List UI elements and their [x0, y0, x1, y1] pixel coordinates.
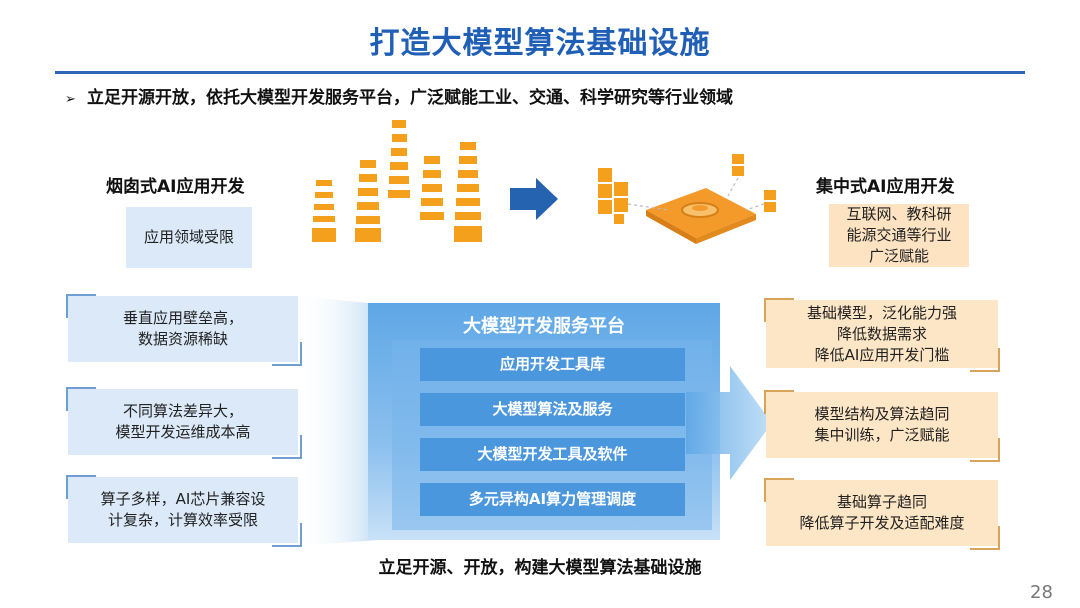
right-box-1: 基础模型，泛化能力强 降低数据需求 降低AI应用开发门槛 — [766, 300, 998, 368]
bullet-text: 立足开源开放，依托大模型开发服务平台，广泛赋能工业、交通、科学研究等行业领域 — [87, 88, 733, 108]
right-tag-line: 能源交通等行业 — [846, 226, 952, 244]
left-box-line: 模型开发运维成本高 — [115, 423, 251, 441]
corner-decoration — [970, 526, 1000, 550]
corner-decoration — [66, 387, 96, 411]
platform-title: 大模型开发服务平台 — [463, 316, 625, 337]
left-box-2: 不同算法差异大， 模型开发运维成本高 — [68, 389, 298, 455]
page-title: 打造大模型算法基础设施 — [369, 26, 711, 61]
right-arrow-icon — [510, 178, 558, 220]
footer-caption: 立足开源、开放，构建大模型算法基础设施 — [378, 558, 702, 578]
left-section-label: 烟囱式AI应用开发 — [106, 177, 245, 197]
corner-decoration — [764, 390, 794, 414]
chimney-stacks-icon — [312, 120, 482, 242]
bullet-marker-icon: ➢ — [65, 92, 76, 107]
right-box-3: 基础算子趋同 降低算子开发及适配难度 — [766, 480, 998, 546]
platform-layer-4: 多元异构AI算力管理调度 — [420, 483, 685, 516]
platform-layer-3: 大模型开发工具及软件 — [420, 438, 685, 471]
left-box-1: 垂直应用壁垒高， 数据资源稀缺 — [68, 296, 298, 362]
central-platform-icon — [598, 154, 776, 244]
corner-decoration — [272, 523, 302, 547]
corner-decoration — [272, 435, 302, 459]
corner-decoration — [764, 478, 794, 502]
page-number: 28 — [1030, 582, 1053, 603]
corner-decoration — [272, 342, 302, 366]
left-box-line: 垂直应用壁垒高， — [122, 309, 243, 327]
platform-layer-1: 应用开发工具库 — [420, 348, 685, 381]
corner-decoration — [764, 298, 794, 322]
right-box-line: 降低数据需求 — [836, 324, 927, 343]
platform-layer-2: 大模型算法及服务 — [420, 393, 685, 426]
left-box-line: 数据资源稀缺 — [137, 330, 228, 348]
big-right-arrow-icon — [686, 366, 772, 480]
title-underline — [55, 71, 1025, 74]
right-box-2: 模型结构及算法趋同 集中训练，广泛赋能 — [766, 392, 998, 458]
right-box-line: 模型结构及算法趋同 — [814, 405, 950, 423]
right-box-line: 基础算子趋同 — [836, 493, 927, 511]
right-tag-line: 广泛赋能 — [868, 247, 929, 265]
right-section-tag: 互联网、教科研 能源交通等行业 广泛赋能 — [829, 204, 969, 267]
left-section-tag: 应用领域受限 — [126, 207, 252, 268]
corner-decoration — [66, 294, 96, 318]
left-box-line: 不同算法差异大， — [122, 402, 243, 420]
left-box-3: 算子多样，AI芯片兼容设 计复杂，计算效率受限 — [68, 477, 298, 543]
right-tag-line: 互联网、教科研 — [846, 205, 952, 223]
right-box-line: 降低AI应用开发门槛 — [814, 345, 950, 364]
right-box-line: 降低算子开发及适配难度 — [799, 514, 965, 532]
right-box-line: 基础模型，泛化能力强 — [806, 303, 957, 322]
left-box-line: 计复杂，计算效率受限 — [107, 511, 258, 529]
left-box-line: 算子多样，AI芯片兼容设 — [100, 490, 266, 508]
right-section-label: 集中式AI应用开发 — [816, 177, 955, 197]
corner-decoration — [66, 475, 96, 499]
right-box-line: 集中训练，广泛赋能 — [814, 426, 950, 444]
left-beam — [298, 296, 378, 546]
corner-decoration — [970, 438, 1000, 462]
bullet-line: ➢ 立足开源开放，依托大模型开发服务平台，广泛赋能工业、交通、科学研究等行业领域 — [65, 83, 733, 108]
corner-decoration — [970, 348, 1000, 372]
